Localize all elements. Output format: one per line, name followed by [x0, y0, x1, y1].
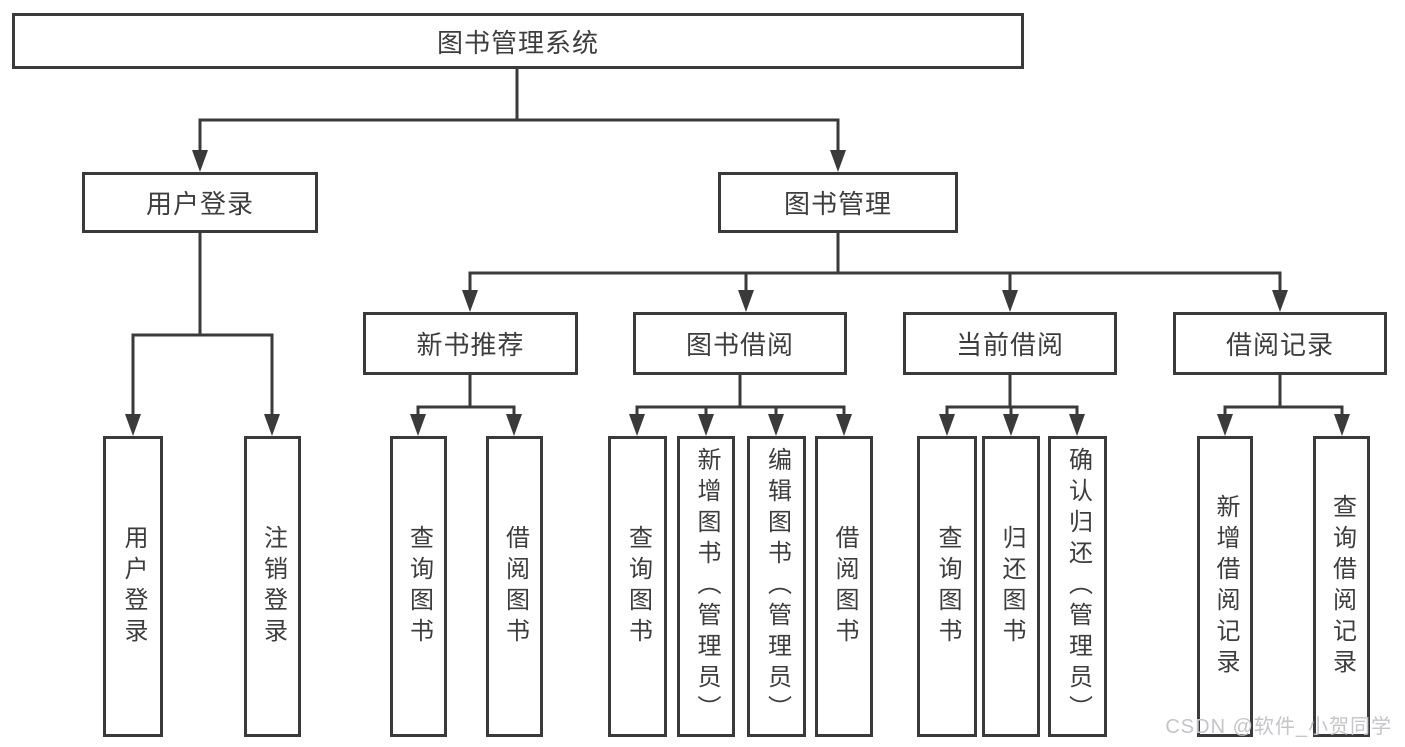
leaf-borrow-books-recommend: 借阅图书 — [486, 436, 543, 737]
node-label: 用户登录 — [145, 189, 254, 219]
leaf-add-borrow-record: 新增借阅记录 — [1197, 436, 1253, 737]
leaf-return-books: 归还图书 — [982, 436, 1040, 737]
node-label: 新书推荐 — [416, 330, 525, 360]
node-book-borrowing: 图书借阅 — [633, 312, 847, 375]
node-label: 借阅图书 — [831, 524, 858, 649]
node-current-borrowing: 当前借阅 — [903, 312, 1117, 375]
node-label: 借阅记录 — [1225, 330, 1334, 360]
node-label: 借阅图书 — [501, 524, 529, 649]
leaf-logout-login: 注销登录 — [244, 436, 301, 737]
node-label: 图书管理系统 — [436, 27, 599, 58]
leaf-edit-books-admin: 编辑图书（管理员） — [747, 436, 806, 737]
node-label: 图书管理 — [783, 189, 892, 219]
node-label: 编辑图书（管理员） — [763, 447, 791, 726]
node-borrowing-records: 借阅记录 — [1173, 312, 1387, 375]
node-label: 归还图书 — [998, 524, 1025, 649]
node-label: 查询借阅记录 — [1328, 493, 1356, 680]
leaf-add-books-admin: 新增图书（管理员） — [677, 436, 735, 737]
leaf-user-login: 用户登录 — [103, 436, 163, 737]
node-label: 新增图书（管理员） — [693, 447, 720, 726]
node-library-management-system: 图书管理系统 — [12, 13, 1024, 69]
node-user-login: 用户登录 — [82, 172, 318, 233]
node-label: 注销登录 — [259, 524, 287, 649]
leaf-query-books-borrowing: 查询图书 — [608, 436, 667, 737]
node-label: 查询图书 — [624, 524, 652, 649]
node-label: 用户登录 — [120, 524, 147, 649]
node-new-book-recommendation: 新书推荐 — [363, 312, 578, 375]
leaf-query-books-recommend: 查询图书 — [390, 436, 447, 737]
node-label: 新增借阅记录 — [1212, 493, 1239, 680]
leaf-query-borrow-record: 查询借阅记录 — [1313, 436, 1370, 737]
leaf-query-books-current: 查询图书 — [917, 436, 977, 737]
node-label: 确认归还（管理员） — [1064, 447, 1092, 726]
node-label: 当前借阅 — [955, 330, 1064, 360]
leaf-borrow-books-borrowing: 借阅图书 — [815, 436, 873, 737]
node-label: 图书借阅 — [685, 330, 794, 360]
watermark-text: CSDN @软件_小贺同学 — [1165, 716, 1392, 738]
leaf-confirm-return-admin: 确认归还（管理员） — [1048, 436, 1107, 737]
node-book-management: 图书管理 — [718, 172, 958, 233]
node-label: 查询图书 — [934, 524, 961, 649]
node-label: 查询图书 — [405, 524, 433, 649]
